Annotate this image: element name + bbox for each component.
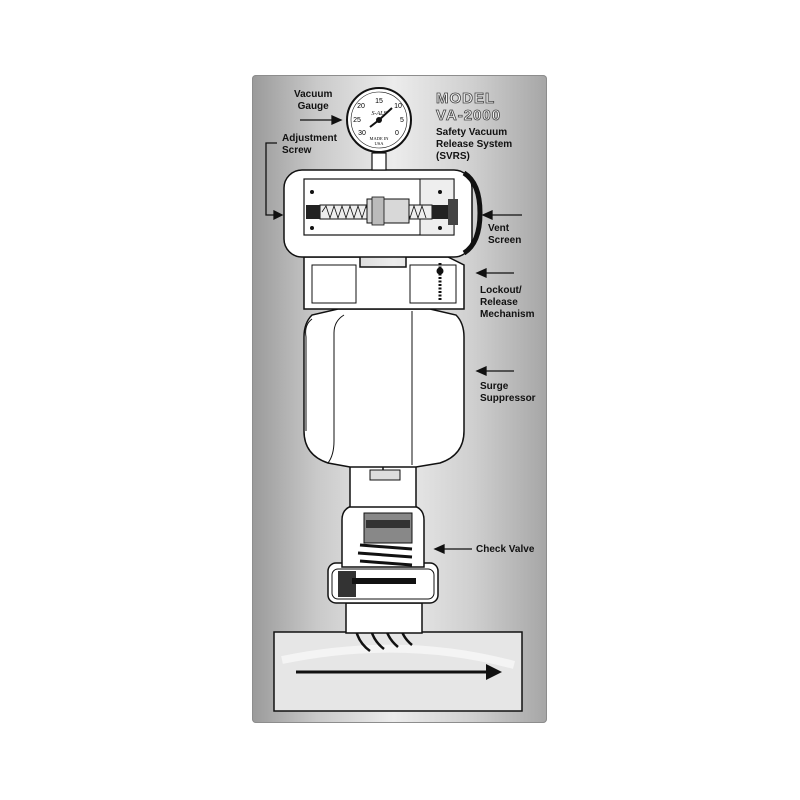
flow-arrowhead-icon [486,664,502,680]
label-vent-screen: Vent Screen [488,223,522,246]
diagram-panel: 15 10 5 0 30 25 20 S-ALS MADE IN USA [252,75,547,723]
gauge-tick-label: 20 [357,103,365,110]
gauge-tick-label: 10 [394,103,402,110]
model-title-line1: MODEL [436,90,496,108]
model-subtitle: Safety Vacuum Release System (SVRS) [436,127,513,162]
gauge-tick-label: 25 [353,117,361,124]
gauge-tick-label: 30 [358,130,366,137]
pipe-highlight [281,644,516,669]
label-lockout-mechanism: Lockout/ Release Mechanism [480,285,535,320]
label-check-valve: Check Valve [476,544,535,555]
vent-screen-edge [462,170,483,256]
check-valve-spring [357,543,413,567]
label-vacuum-gauge: Vacuum Gauge [294,89,333,112]
gauge-stem [371,152,387,171]
pipe-fitting [345,602,423,634]
gauge-tick-label: 5 [400,117,404,124]
gauge-made-in-1: MADE IN [369,136,389,141]
surge-suppressor [303,308,465,468]
model-title-line2: VA-2000 [436,107,502,125]
gauge-brand: S-ALS [372,111,387,117]
label-surge-suppressor: Surge Suppressor [480,381,536,404]
arrow-adjustment-screw [265,142,277,216]
gauge-made-in-2: USA [374,141,384,146]
gauge-tick-label: 15 [375,98,383,105]
gauge-tick-label: 0 [395,130,399,137]
label-adjustment-screw: Adjustment Screw [282,133,337,156]
gauge-ticks: 15 10 5 0 30 25 20 [353,98,404,137]
svrs-diagram: 15 10 5 0 30 25 20 S-ALS MADE IN USA [265,87,523,712]
